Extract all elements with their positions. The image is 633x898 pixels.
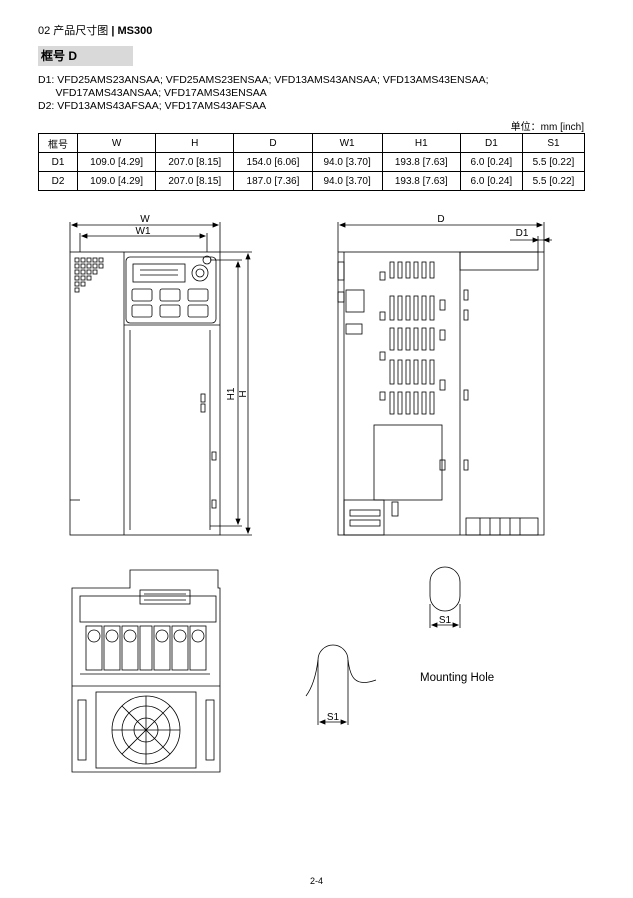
- frame-title: 框号 D: [38, 46, 133, 66]
- mounting-hole-round: [429, 566, 461, 628]
- series-name: MS300: [117, 25, 153, 37]
- table-row: D2 109.0 [4.29] 207.0 [8.15] 187.0 [7.36…: [38, 171, 586, 191]
- table-cell: 193.8 [7.63]: [381, 171, 461, 191]
- table-cell: 94.0 [3.70]: [311, 171, 383, 191]
- side-view-drawing: [337, 222, 552, 536]
- table-row: D1 109.0 [4.29] 207.0 [8.15] 154.0 [6.06…: [38, 152, 586, 172]
- table-cell: 109.0 [4.29]: [76, 171, 157, 191]
- section-title: 02 产品尺寸图: [38, 25, 109, 37]
- table-cell: 5.5 [0.22]: [521, 171, 586, 191]
- label-d: D: [437, 214, 444, 225]
- mounting-hole-label: Mounting Hole: [420, 672, 495, 684]
- mounting-hole-slot: [305, 644, 377, 725]
- model-line-d2: D2: VFD13AMS43AFSAA; VFD17AMS43AFSAA: [38, 100, 267, 112]
- label-w: W: [140, 214, 150, 225]
- label-h1: H1: [226, 387, 237, 400]
- header-separator: |: [111, 25, 115, 37]
- label-d1: D1: [516, 228, 529, 239]
- model-list: D1: VFD25AMS23ANSAA; VFD25AMS23ENSAA; VF…: [38, 74, 489, 113]
- model-line-d1-1: D1: VFD25AMS23ANSAA; VFD25AMS23ENSAA; VF…: [38, 74, 489, 86]
- bottom-view-drawing: [71, 569, 221, 773]
- page-header: 02 产品尺寸图 | MS300: [38, 22, 152, 38]
- label-w1: W1: [136, 226, 151, 237]
- label-h: H: [238, 390, 249, 397]
- label-s1-slot: S1: [327, 712, 340, 723]
- page-number: 2-4: [309, 876, 323, 886]
- table-header-row: 框号 W H D W1 H1 D1 S1: [38, 133, 586, 153]
- unit-label: 单位：mm [inch]: [510, 122, 584, 133]
- front-view-drawing: [69, 222, 252, 536]
- table-cell: 187.0 [7.36]: [233, 171, 313, 191]
- dimension-table: 框号 W H D W1 H1 D1 S1 D1 109.0 [4.29] 207…: [38, 133, 586, 191]
- table-cell: 154.0 [6.06]: [233, 152, 313, 172]
- label-s1-round: S1: [439, 615, 452, 626]
- model-line-d1-2: VFD17AMS43ANSAA; VFD17AMS43ENSAA: [38, 87, 267, 99]
